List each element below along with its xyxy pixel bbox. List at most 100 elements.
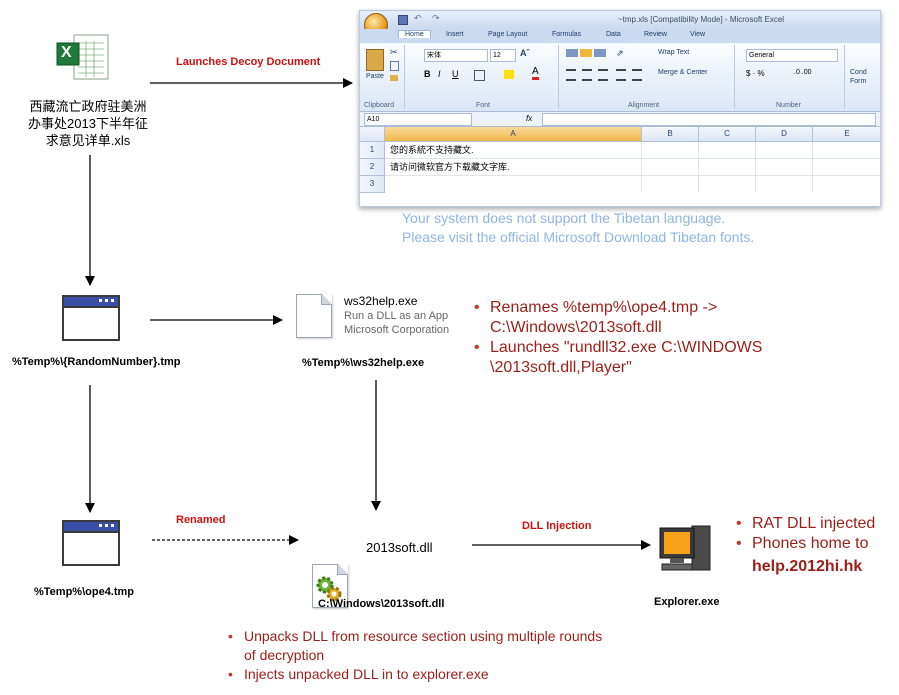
number-format-select[interactable]: General [746,49,838,62]
currency-button[interactable]: $ · % [746,69,765,78]
tab-view[interactable]: View [690,31,706,38]
ws32help-note-2: Launches "rundll32.exe C:\WINDOWS \2013s… [474,338,832,378]
redo-icon[interactable]: ↷ [432,13,440,23]
group-clipboard: Clipboard [364,102,394,109]
explorer-notes: RAT DLL injected Phones home to [734,514,894,554]
soft-dll-caption: C:\Windows\2013soft.dll [318,598,445,610]
gear-icon [316,576,342,602]
group-number: Number [776,102,801,109]
column-header-d[interactable]: D [756,127,813,142]
align-center-icon[interactable] [582,69,592,81]
merge-center-button[interactable]: Merge & Center [658,69,708,76]
tab-page-layout[interactable]: Page Layout [488,31,528,38]
dll-note-1: Unpacks DLL from resource section using … [228,627,606,665]
xls-filename: 西藏流亡政府驻美洲 办事处2013下半年征 求意见详单.xls [22,98,154,149]
column-header-a[interactable]: A [385,127,642,142]
xls-filename-line-1: 西藏流亡政府驻美洲 [29,99,147,114]
random-tmp-window-icon [62,295,120,341]
sheet-grid: A B C D E 1 2 3 您的系統不支持藏文. 请访问微软官方下载藏文字库… [360,127,880,206]
ws32help-file-icon [296,294,332,338]
formula-bar: A10 fx [360,112,880,127]
translation-line-1: Your system does not support the Tibetan… [402,210,726,226]
ws32help-company: Microsoft Corporation [344,324,450,336]
dll-notes: Unpacks DLL from resource section using … [226,627,606,684]
row-header-1[interactable]: 1 [360,142,385,159]
explorer-caption: Explorer.exe [654,596,720,608]
italic-button[interactable]: I [438,69,441,79]
decimal-buttons[interactable]: .0 .00 [794,69,812,76]
column-header-c[interactable]: C [699,127,756,142]
ribbon-tabs: Home Insert Page Layout Formulas Data Re… [360,29,880,43]
fx-icon[interactable]: fx [526,114,533,123]
xls-file-icon: X [56,33,118,81]
cond-format-label-1[interactable]: Cond [850,69,867,76]
bold-button[interactable]: B [424,69,431,79]
random-tmp-label: %Temp%\{RandomNumber}.tmp [12,356,181,368]
font-name-select[interactable]: 宋体 [424,49,488,62]
column-header-e[interactable]: E [813,127,880,142]
wrap-text-button[interactable]: Wrap Text [658,49,690,56]
align-bottom-icon[interactable] [594,49,606,57]
decrease-indent-icon[interactable] [616,69,626,81]
cut-icon[interactable]: ✂ [390,47,398,57]
soft-dll-file-icon [312,564,348,608]
group-alignment: Alignment [628,102,660,109]
group-font: Font [476,102,491,109]
tab-review[interactable]: Review [644,31,667,38]
translation-line-2: Please visit the official Microsoft Down… [402,229,755,245]
increase-indent-icon[interactable] [632,69,642,81]
formula-input[interactable] [542,113,876,126]
excel-titlebar: ↶ ↷ ~tmp.xls [Compatibility Mode] - Micr… [360,11,880,37]
borders-icon[interactable] [474,70,485,81]
copy-icon[interactable] [390,61,399,71]
fill-color-icon[interactable] [504,70,514,79]
tab-home[interactable]: Home [398,30,431,38]
explorer-note-1: RAT DLL injected [736,514,894,534]
tab-insert[interactable]: Insert [446,31,464,38]
align-middle-icon[interactable] [580,49,592,57]
row-header-3[interactable]: 3 [360,176,385,193]
paste-icon[interactable] [366,49,384,71]
ws32help-desc: Run a DLL as an App [344,310,449,322]
font-size-select[interactable]: 12 [490,49,516,62]
ribbon: Paste ✂ 宋体 12 Aˆ B I U A ⇗ Wrap Text Mer… [360,43,880,112]
xls-filename-line-3: 求意见详单.xls [45,133,131,148]
font-color-icon[interactable]: A [532,67,539,80]
paste-label[interactable]: Paste [366,73,384,80]
excel-window: ↶ ↷ ~tmp.xls [Compatibility Mode] - Micr… [359,10,881,207]
tab-formulas[interactable]: Formulas [552,31,582,38]
corner-cell[interactable] [360,127,385,142]
undo-icon[interactable]: ↶ [414,13,422,23]
align-top-icon[interactable] [566,49,578,57]
align-left-icon[interactable] [566,69,576,81]
row-header-2[interactable]: 2 [360,159,385,176]
column-header-b[interactable]: B [642,127,699,142]
ope4-window-icon [62,520,120,566]
save-icon[interactable] [398,15,408,25]
ope4-label: %Temp%\ope4.tmp [34,586,135,598]
cell-a2[interactable]: 请访问微软官方下载藏文字库. [390,162,510,172]
grow-font-icon[interactable]: Aˆ [520,48,530,58]
explorer-computer-icon [656,520,714,576]
dll-note-2: Injects unpacked DLL in to explorer.exe [228,665,606,684]
explorer-c2-host: help.2012hi.hk [752,558,863,575]
excel-title: ~tmp.xls [Compatibility Mode] - Microsof… [618,15,785,24]
ws32help-notes: Renames %temp%\ope4.tmp -> C:\Windows\20… [472,298,832,378]
cond-format-label-2[interactable]: Form [850,78,867,85]
orientation-icon[interactable]: ⇗ [616,48,624,58]
name-box[interactable]: A10 [364,113,472,126]
tab-data[interactable]: Data [606,31,621,38]
translation-text: Your system does not support the Tibetan… [402,209,754,247]
xls-filename-line-2: 办事处2013下半年征 [28,116,148,131]
align-right-icon[interactable] [598,69,608,81]
cell-a1[interactable]: 您的系統不支持藏文. [390,145,474,155]
format-painter-icon[interactable] [390,75,398,81]
xls-icon-letter: X [61,44,72,61]
ws32help-note-1: Renames %temp%\ope4.tmp -> C:\Windows\20… [474,298,832,338]
soft-dll-name: 2013soft.dll [366,540,433,555]
ws32help-name: ws32help.exe [344,294,418,308]
label-launches-decoy: Launches Decoy Document [176,56,321,68]
underline-button[interactable]: U [452,69,459,79]
explorer-note-2: Phones home to [736,534,894,554]
